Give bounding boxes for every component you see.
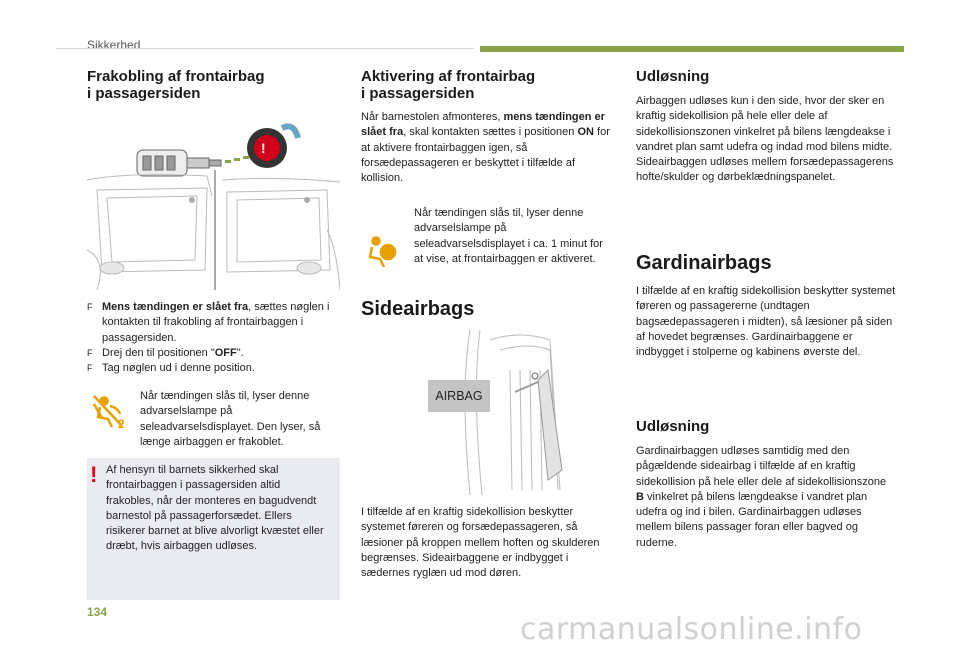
warning-text: Af hensyn til barnets sikkerhed skal fro… — [106, 464, 324, 553]
col1-title-line1: Frakobling af frontairbag — [87, 68, 265, 85]
col2-title-line2: i passagersiden — [361, 85, 475, 102]
col3-title-udlosning-1: Udløsning — [636, 68, 710, 85]
col1-title-line2: i passagersiden — [87, 85, 201, 102]
page-number: 134 — [87, 605, 108, 619]
airbag-switch-icon: ! — [247, 123, 301, 168]
col3-title-udlosning-2: Udløsning — [636, 418, 710, 435]
sideairbags-title: Sideairbags — [361, 298, 475, 320]
header-divider — [56, 48, 474, 49]
airbag-label: AIRBAG — [428, 380, 490, 412]
watermark: carmanualsonline.info — [520, 612, 863, 647]
glovebox-illustration: ! — [86, 110, 341, 291]
warning-icon: ! — [90, 462, 98, 487]
warning-box — [87, 458, 340, 600]
col2-title-line1: Aktivering af frontairbag — [361, 68, 536, 85]
key-icon — [136, 149, 222, 177]
col3-text-1: Airbaggen udløses kun i den side, hvor d… — [636, 95, 894, 184]
svg-text:2: 2 — [118, 417, 125, 431]
col2-paragraph: Når barnestolen afmonteres, mens tænding… — [361, 111, 610, 185]
airbag-off-warning-icon: 2 — [90, 392, 130, 432]
col3-text-2: I tilfælde af en kraftig sidekollision b… — [636, 285, 896, 359]
col1-note: Når tændingen slås til, lyser denne adva… — [140, 390, 321, 448]
svg-text:!: ! — [261, 140, 266, 156]
airbag-on-icon — [362, 232, 402, 272]
seat-illustration — [420, 329, 590, 496]
section-label: Sikkerhed — [87, 38, 141, 52]
col2-note: Når tændingen slås til, lyser denne adva… — [414, 207, 603, 265]
gardinairbags-title: Gardinairbags — [636, 252, 772, 274]
col2-side-text: I tilfælde af en kraftig sidekollision b… — [361, 506, 600, 580]
col3-text-3: Gardinairbaggen udløses samtidig med den… — [636, 445, 887, 549]
header-accent-bar — [480, 46, 904, 52]
